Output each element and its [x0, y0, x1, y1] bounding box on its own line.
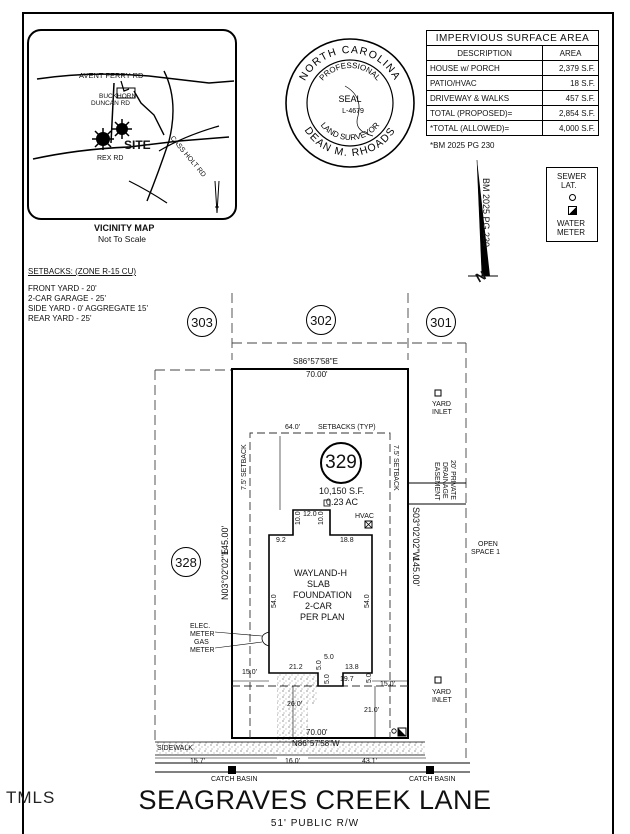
house-slab: SLAB	[307, 579, 331, 589]
dim-front-right: 5.0	[366, 673, 373, 683]
dim-sidewalk-a: 15.7'	[190, 758, 205, 765]
dim-driveway: 26.0'	[287, 701, 302, 708]
dim-notch-right: 10.0	[318, 511, 325, 525]
water-meter-icon	[568, 206, 577, 215]
dim-left-side-yard: 15.0'	[242, 669, 257, 676]
gas-meter-label: METER	[190, 647, 215, 654]
road-duncan: DUNCAN RD	[91, 100, 130, 107]
vicinity-map-title: VICINITY MAP	[94, 223, 155, 233]
bearing-bottom: N86°57'58"W	[292, 739, 340, 748]
rear-setback-dim: 64.0'	[285, 424, 300, 431]
impervious-footnote: *BM 2025 PG 230	[430, 141, 495, 150]
table-row: TOTAL (PROPOSED)=2,854 S.F.	[425, 105, 599, 121]
dim-left-side: 54.0	[271, 594, 278, 608]
road-rex: REX RD	[97, 155, 124, 162]
lot-area-sf: 10,150 S.F.	[319, 486, 365, 496]
vicinity-map: AVENT FERRY RD BUCKHORN DUNCAN RD SITE R…	[27, 29, 237, 220]
yard-inlet-top-label: YARD	[432, 401, 451, 408]
legend-meter: METER	[557, 228, 585, 237]
lot-number-328: 328	[171, 547, 201, 577]
setback-line: SIDE YARD - 0' AGGREGATE 15'	[28, 304, 148, 313]
dim-right-side: 54.0	[364, 594, 371, 608]
distance-left: 145.00'	[220, 525, 230, 555]
yard-inlet-bottom-label-2: INLET	[432, 697, 452, 704]
dim-notch-top: 12.0	[303, 511, 317, 518]
seal-center: SEAL	[338, 94, 361, 104]
sidewalk-label: SIDEWALK	[157, 745, 193, 752]
dim-bottom-left: 21.2	[289, 664, 303, 671]
road-avent-ferry: AVENT FERRY RD	[79, 71, 144, 80]
road-buckhorn: BUCKHORN	[99, 93, 137, 100]
surveyor-seal: NORTH CAROLINA DEAN M. RHOADS PROFESSION…	[285, 38, 415, 168]
bearing-right: S03°02'02"W	[411, 507, 421, 561]
setback-line: 2-CAR GARAGE - 25'	[28, 294, 106, 303]
dim-left-top: 9.2	[276, 537, 286, 544]
open-space-label-2: SPACE 1	[471, 549, 501, 556]
lot-number-303: 303	[187, 307, 217, 337]
distance-right: 145.00'	[411, 557, 421, 587]
right-setback-label: 7.5' SETBACK	[392, 445, 399, 491]
drainage-easement-2: DRAINAGE	[441, 462, 448, 499]
dim-right-top: 18.8	[340, 537, 354, 544]
distance-bottom: 70.00'	[306, 728, 328, 737]
left-setback-label: 7.5' SETBACK	[241, 444, 248, 490]
lot-number-301: 301	[426, 307, 456, 337]
street-name: SEAGRAVES CREEK LANE	[138, 785, 492, 815]
mls-watermark-logo: TMLS	[6, 788, 56, 807]
legend-water: WATER	[557, 219, 585, 228]
house-foundation: FOUNDATION	[293, 590, 352, 600]
dim-notch-left: 10.0	[295, 511, 302, 525]
catch-basin-right-label: CATCH BASIN	[409, 776, 456, 783]
lot-number-329: 329	[320, 442, 362, 484]
yard-inlet-top-label-2: INLET	[432, 409, 452, 416]
elec-meter-label: METER	[190, 631, 215, 638]
dim-porch: 13.8	[345, 664, 359, 671]
dim-sidewalk-c: 43.1'	[362, 758, 377, 765]
lot-number-302: 302	[306, 305, 336, 335]
sheet-border	[22, 12, 614, 834]
sewer-cleanout-icon	[569, 194, 576, 201]
house-per-plan: PER PLAN	[300, 612, 345, 622]
drainage-easement-1: 20' PRIVATE	[449, 460, 456, 500]
bearing-top: S86°57'58"E	[293, 357, 338, 366]
dim-bottom-right: 19.7	[340, 676, 354, 683]
dim-porch-v: 5.0	[324, 674, 331, 684]
gas-label: GAS	[194, 639, 209, 646]
yard-inlet-bottom-label: YARD	[432, 689, 451, 696]
setback-line: REAR YARD - 25'	[28, 314, 92, 323]
seal-number: L-4679	[342, 108, 364, 115]
drainage-easement-3: EASEMENT	[433, 462, 440, 501]
vicinity-map-roads	[32, 70, 235, 214]
open-space-label: OPEN	[478, 541, 498, 548]
setbacks-typ-label: SETBACKS (TYP)	[318, 424, 376, 431]
setback-line: FRONT YARD - 20'	[28, 284, 97, 293]
house-model: WAYLAND-H	[294, 568, 348, 578]
north-arrow-icon	[468, 159, 498, 277]
elec-label: ELEC.	[190, 623, 211, 630]
legend-lat: LAT.	[561, 181, 577, 190]
dim-porch-h: 5.0	[316, 660, 323, 670]
lot-area-ac: 0.23 AC	[326, 497, 359, 507]
site-label: SITE	[124, 138, 151, 152]
dim-garage-step: 5.0	[324, 654, 334, 661]
impervious-surface-table: IMPERVIOUS SURFACE AREA DESCRIPTION AREA…	[425, 30, 599, 136]
catch-basin-left-label: CATCH BASIN	[211, 776, 258, 783]
legend-sewer: SEWER	[557, 172, 587, 181]
dim-front-yard: 21.0'	[364, 707, 379, 714]
hvac-label: HVAC	[355, 513, 374, 520]
vicinity-map-subtitle: Not To Scale	[98, 234, 147, 244]
distance-top: 70.00'	[306, 370, 328, 379]
setbacks-title: SETBACKS: (ZONE R-15 CU)	[28, 267, 137, 276]
dim-sidewalk-b: 16.0'	[285, 758, 300, 765]
table-row: *TOTAL (ALLOWED)=4,000 S.F.	[425, 120, 599, 136]
bearing-left: N03°02'02"E	[220, 548, 230, 600]
utility-legend: SEWER LAT. WATER METER	[546, 167, 598, 242]
right-of-way: 51' PUBLIC R/W	[270, 818, 360, 829]
dim-right-side-yard: 15.0'	[380, 681, 395, 688]
house-garage: 2-CAR	[305, 601, 333, 611]
